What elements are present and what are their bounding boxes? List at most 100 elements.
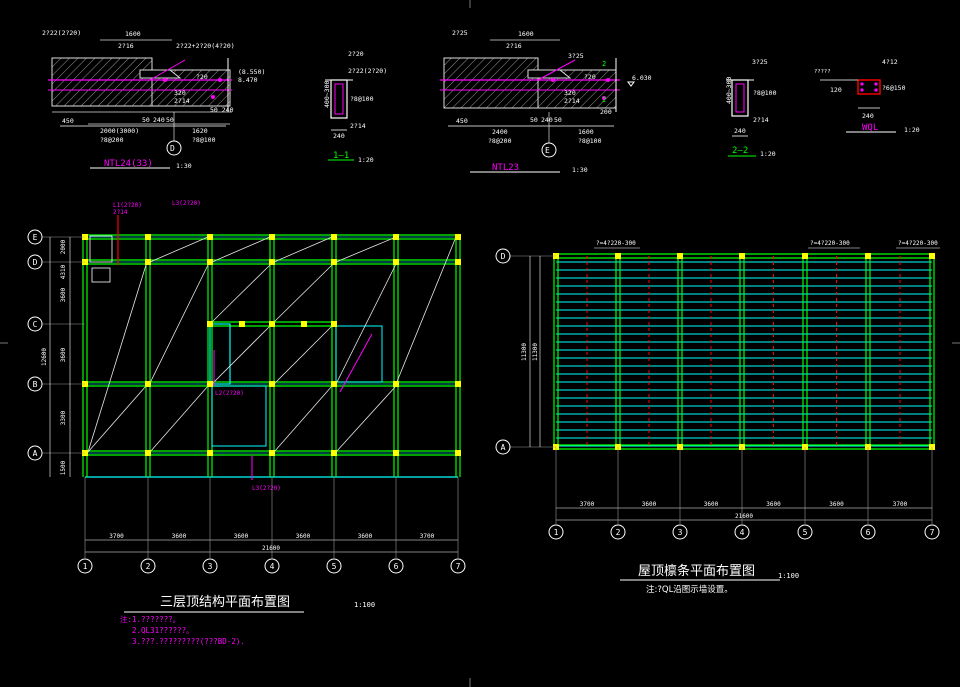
axis-label-col: 1 (554, 528, 559, 537)
ntl23-r2: 320 (564, 89, 576, 97)
sec22-title: 2—2 (732, 146, 748, 156)
opening (211, 385, 267, 447)
span-dim: 3700 (109, 533, 124, 540)
wql-note: ????? (814, 69, 831, 75)
column (331, 381, 337, 387)
axis-bubble-col (140, 558, 156, 574)
plan1-annot-5: L3(2?20) (252, 485, 281, 492)
axis-bubble-col (797, 524, 813, 540)
sec11-bot: 2?14 (350, 122, 366, 130)
dim-text: 3300 (60, 410, 67, 425)
opening (209, 323, 231, 385)
ntl23-d5: 50 (554, 116, 562, 124)
axis-label-row: D (501, 252, 506, 261)
plan1-annot-2: 2?14 (113, 209, 128, 216)
axis-bubble-row (27, 445, 43, 461)
wql-scale: 1:20 (904, 126, 920, 134)
axis-bubble-col (326, 558, 342, 574)
axis-bubble-col (450, 558, 466, 574)
column (269, 234, 275, 240)
ntl23-top-mid: 2?16 (506, 42, 522, 50)
sec22-scale: 1:20 (760, 150, 776, 158)
axis-label-col: 7 (456, 562, 461, 571)
sec11-h: 400~300 (323, 81, 331, 108)
column (455, 381, 461, 387)
ntl24-top-left: 2?22(2?20) (42, 29, 81, 37)
column (207, 234, 213, 240)
column (331, 450, 337, 456)
ntl24-d6: 1620 (192, 127, 208, 135)
span-dim: 3700 (420, 533, 435, 540)
ntl23-r1: ?20 (584, 73, 596, 81)
column (929, 253, 935, 259)
ntl23-mark-1: 2 (602, 60, 606, 68)
column (331, 321, 337, 327)
plan2-top-label-2: ?=4?220-300 (810, 240, 850, 247)
sec22-top: 3?25 (752, 58, 768, 66)
span-dim: 3600 (172, 533, 187, 540)
plan2-scale: 1:100 (778, 572, 799, 580)
section-2-2 (726, 79, 756, 157)
column (393, 381, 399, 387)
column (393, 259, 399, 265)
slab-diagonal (211, 236, 271, 263)
ntl24-scale: 1:30 (176, 162, 192, 170)
axis-bubble-row (27, 376, 43, 392)
ntl23-mark-2: 2 (602, 96, 606, 104)
span-dim: 3600 (704, 501, 719, 508)
ntl24-axis: D (170, 144, 175, 153)
sec11-title: 1—1 (333, 151, 349, 161)
ntl24-elev1: (8.550) (238, 68, 265, 76)
axis-label-row: E (33, 233, 38, 242)
ntl24-elev2: 8.470 (238, 76, 258, 84)
ntl24-d7: 50 240 (210, 106, 234, 114)
axis-label-col: 5 (332, 562, 337, 571)
ntl23-top-right: 3?25 (568, 52, 584, 60)
slab-diagonal (335, 385, 397, 453)
axis-bubble-row (495, 248, 511, 264)
ntl23-d1: 450 (456, 117, 468, 125)
column (207, 381, 213, 387)
column (207, 259, 213, 265)
ntl24-stir1: ?8@200 (100, 136, 124, 144)
plan2-top-label-3: ?=4?220-300 (898, 240, 938, 247)
axis-label-row: C (33, 320, 38, 329)
slab-diagonal (273, 385, 333, 453)
axis-bubble-row (27, 316, 43, 332)
sec22-bot: 2?14 (753, 116, 769, 124)
axis-bubble-col (860, 524, 876, 540)
column (145, 450, 151, 456)
plan2-title: 屋顶檩条平面布置图 (638, 563, 755, 579)
ntl23-scale: 1:30 (572, 166, 588, 174)
span-total: 21600 (735, 513, 753, 520)
span-dim: 3600 (642, 501, 657, 508)
ntl23-d6: 1600 (578, 128, 594, 136)
sec22-h: 400~300 (725, 77, 733, 104)
column (207, 450, 213, 456)
column (269, 259, 275, 265)
slab-diagonal (335, 236, 397, 263)
ntl24-d2: 2000(3000) (100, 127, 139, 135)
plan2-note: 注:?QL沿图示墙设置。 (646, 584, 733, 595)
ntl24-span-top: 1600 (125, 30, 141, 38)
column (455, 259, 461, 265)
ntl24-top-mid: 2?16 (118, 42, 134, 50)
slab-diagonal (87, 264, 147, 453)
plan1-annot-4: L2(2?20) (215, 390, 244, 397)
axis-bubble-col (264, 558, 280, 574)
column (393, 234, 399, 240)
wql-top: 4?12 (882, 58, 898, 66)
axis-label-col: 2 (146, 562, 151, 571)
slab-diagonal (211, 264, 271, 323)
column (269, 450, 275, 456)
slab-diagonal (273, 325, 333, 385)
ntl23-span-top: 1600 (518, 30, 534, 38)
callout (339, 333, 373, 393)
ntl23-d7: 200 (600, 108, 612, 116)
axis-label-col: 7 (930, 528, 935, 537)
slab-diagonal (211, 325, 271, 385)
column (677, 253, 683, 259)
sec22-w: 240 (734, 127, 746, 135)
dim-text: 2000 (60, 239, 67, 254)
